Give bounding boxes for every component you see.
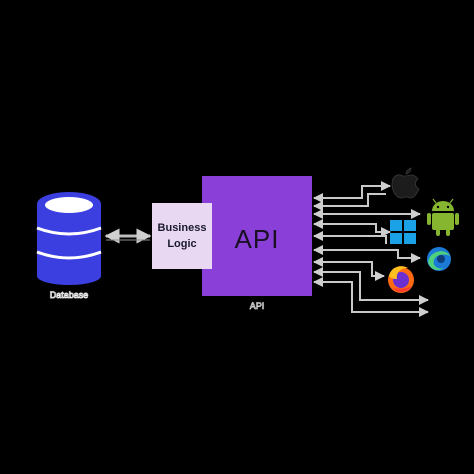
database-label: Database bbox=[49, 290, 89, 301]
android-icon bbox=[427, 198, 459, 236]
api-box bbox=[202, 176, 312, 296]
firefox-icon bbox=[388, 266, 414, 293]
edge-icon bbox=[427, 247, 451, 271]
business-logic-box bbox=[152, 203, 212, 269]
db-logic-connector bbox=[104, 228, 152, 244]
apple-icon bbox=[391, 167, 420, 199]
business-logic-label: Business Logic bbox=[157, 222, 207, 250]
database-icon bbox=[36, 192, 102, 285]
windows-icon bbox=[390, 220, 416, 244]
api-caption: API bbox=[249, 301, 265, 312]
api-title: API bbox=[234, 224, 280, 254]
api-client-connectors bbox=[313, 181, 429, 317]
